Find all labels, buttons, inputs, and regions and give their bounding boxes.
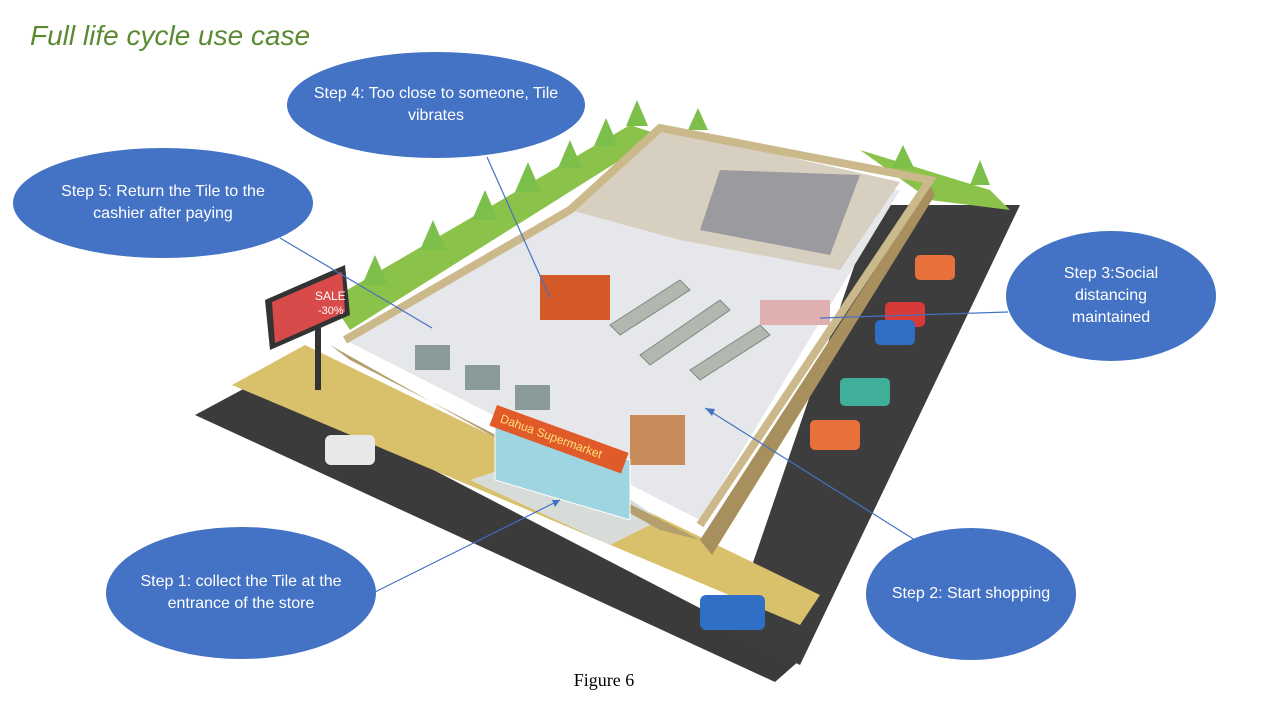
- lockers: [630, 415, 685, 465]
- billboard-post: [315, 320, 321, 390]
- step-4-label: Step 4: Too close to someone, Tile vibra…: [313, 85, 559, 124]
- step-3-bubble: Step 3:Social distancing maintained: [1006, 231, 1216, 361]
- step-5-bubble: Step 5: Return the Tile to the cashier a…: [13, 148, 313, 258]
- billboard-line1: SALE: [315, 289, 346, 303]
- step-1-label: Step 1: collect the Tile at the entrance…: [140, 573, 342, 612]
- arrowhead-step2: [705, 408, 715, 416]
- billboard-face: [272, 272, 345, 343]
- page-title: Full life cycle use case: [30, 20, 311, 51]
- step-2-bubble: Step 2: Start shopping: [866, 528, 1076, 660]
- arrowhead-step1: [552, 500, 560, 507]
- store-wall-top: [342, 123, 937, 528]
- meat-counter: [760, 300, 830, 325]
- step-1-bubble: Step 1: collect the Tile at the entrance…: [106, 527, 376, 659]
- store-floor: [345, 190, 900, 520]
- shelves: [609, 279, 771, 381]
- store-wall-right: [700, 185, 935, 555]
- billboard-line2: -30%: [318, 305, 344, 317]
- step-5-label: Step 5: Return the Tile to the cashier a…: [61, 183, 265, 222]
- parking-lot: [730, 205, 1020, 665]
- trees: [362, 100, 990, 285]
- road-markings: [269, 453, 701, 672]
- cars: [325, 255, 955, 630]
- checkouts: [415, 345, 550, 410]
- step-4-bubble: Step 4: Too close to someone, Tile vibra…: [287, 52, 585, 158]
- step-2-label: Step 2: Start shopping: [891, 585, 1051, 602]
- step-3-label: Step 3:Social distancing maintained: [1063, 265, 1159, 326]
- figure-caption: Figure 6: [573, 670, 635, 690]
- produce-stand: [540, 275, 610, 320]
- store-sign-board: [489, 405, 629, 474]
- storage-floor: [700, 170, 860, 255]
- callout-lines: [279, 156, 1009, 593]
- grass-area: [330, 125, 660, 330]
